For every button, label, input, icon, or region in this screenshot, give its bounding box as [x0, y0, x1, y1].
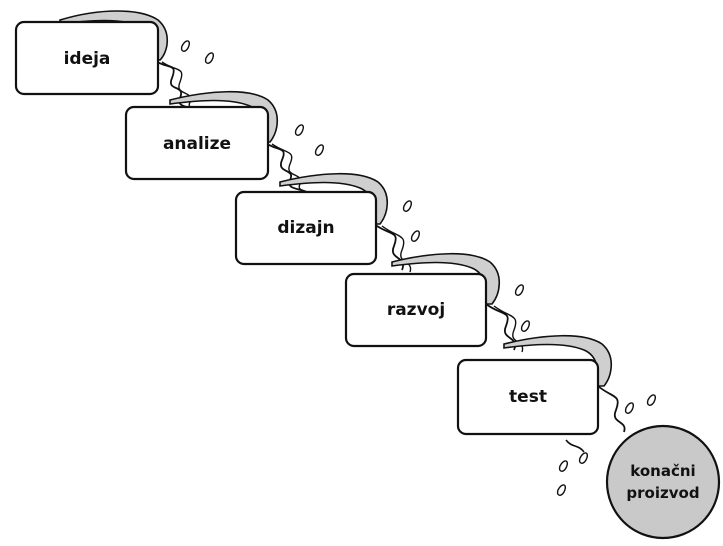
stage-label-ideja: ideja: [64, 49, 111, 69]
stage-box-analize: analize: [124, 105, 270, 181]
stage-box-razvoj: razvoj: [344, 272, 488, 348]
stage-label-razvoj: razvoj: [387, 300, 445, 320]
stage-box-ideja: ideja: [14, 20, 160, 96]
stage-label-analize: analize: [163, 134, 231, 154]
final-product-label-line1: konačni: [630, 462, 695, 480]
water-flow-5: [503, 334, 657, 496]
stage-box-dizajn: dizajn: [234, 190, 378, 266]
final-product-circle: konačni proizvod: [605, 424, 721, 540]
stage-label-dizajn: dizajn: [277, 218, 334, 238]
final-product-label-line2: proizvod: [626, 484, 699, 502]
stage-label-test: test: [509, 387, 547, 407]
stage-box-test: test: [456, 358, 600, 436]
